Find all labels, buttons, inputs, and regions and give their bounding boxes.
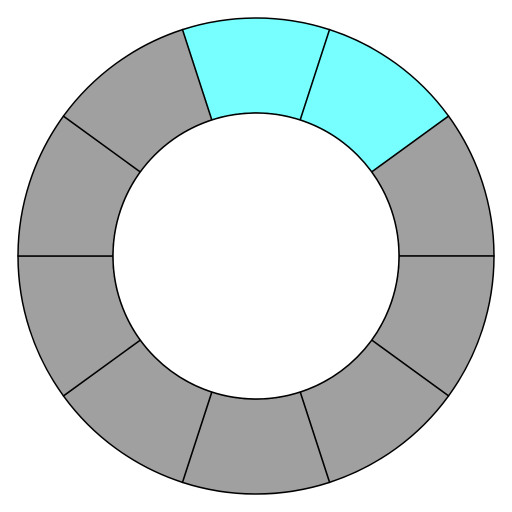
ring-center-hole xyxy=(112,112,400,400)
